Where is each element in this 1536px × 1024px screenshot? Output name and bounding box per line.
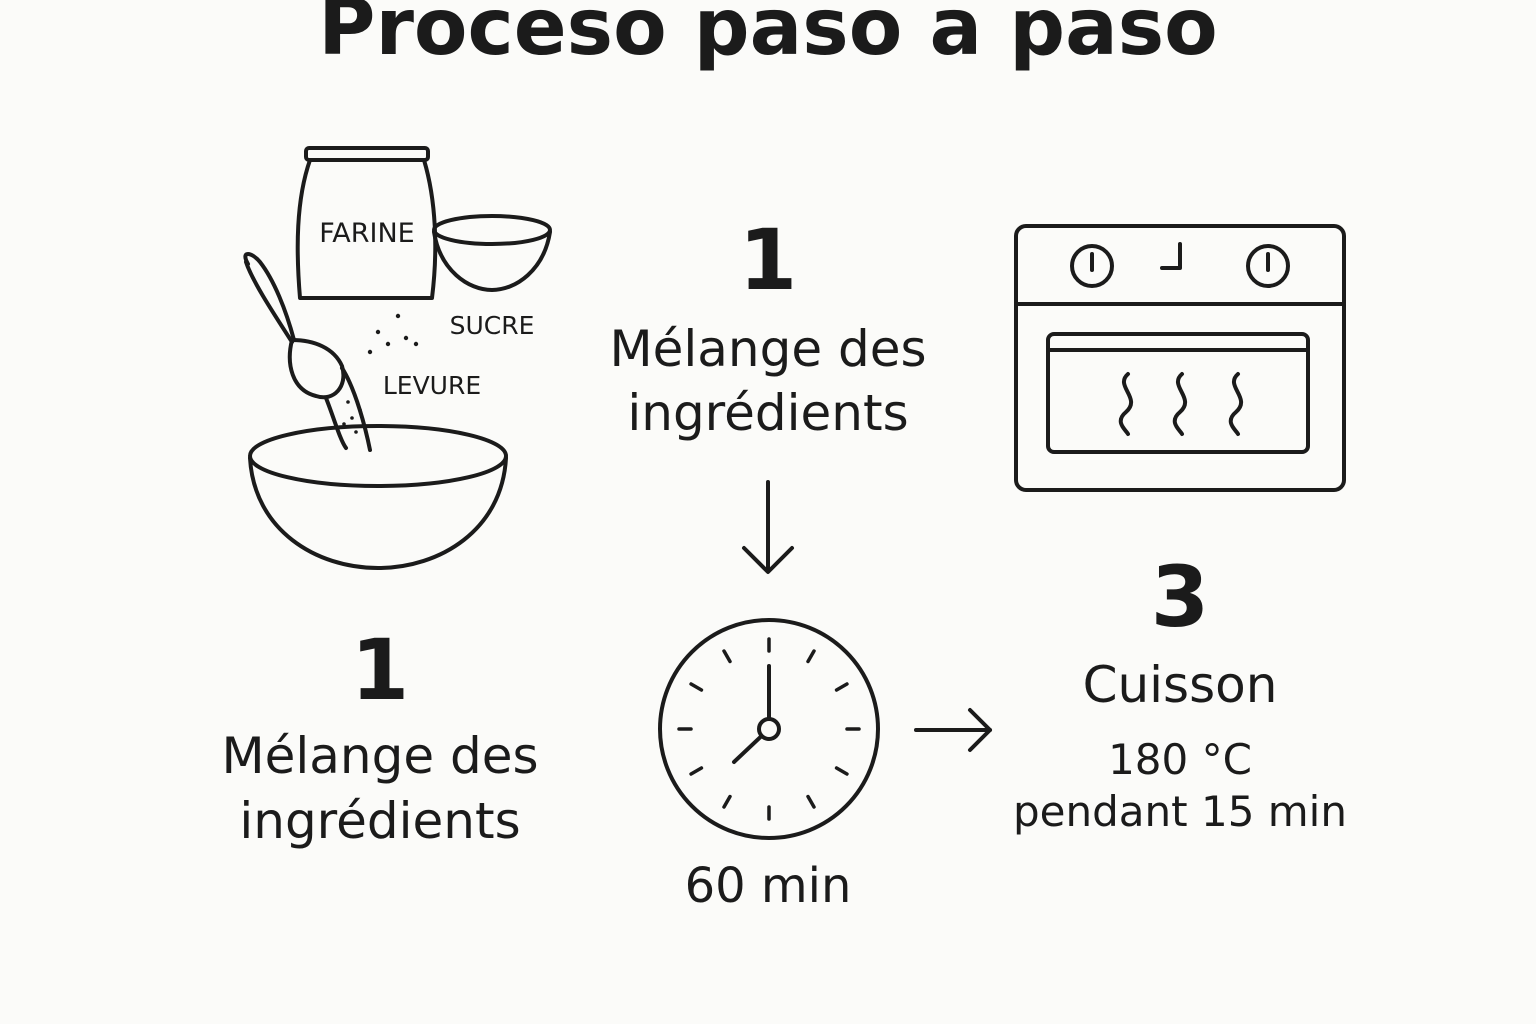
oven-icon (1014, 224, 1346, 492)
sugar-label: SUCRE (450, 311, 535, 340)
bake-duration: pendant 15 min (1013, 787, 1347, 836)
clock-tick (722, 649, 732, 664)
oven-knob-left-icon (1070, 244, 1114, 288)
arrow-right-icon (914, 708, 992, 752)
clock-tick (806, 794, 816, 809)
arrow-down-icon (742, 480, 794, 574)
flour-label: FARINE (319, 218, 415, 249)
sprinkle-dots (342, 313, 419, 434)
step-left-label-line1: Mélange des (221, 727, 539, 785)
bake-temperature: 180 °C (1108, 735, 1252, 784)
clock-tick (834, 682, 849, 692)
step-center-label-line1: Mélange des (609, 320, 927, 378)
heat-waves-icon (1118, 372, 1244, 436)
step-bake-number: 3 (1150, 548, 1210, 646)
page-title: Proceso paso a paso (318, 0, 1218, 73)
rest-duration: 60 min (684, 858, 852, 914)
clock-icon (658, 618, 880, 840)
step-center-label-line2: ingrédients (627, 384, 909, 442)
flour-bag-icon (295, 146, 438, 300)
sugar-bowl-icon (432, 214, 552, 292)
clock-tick (834, 766, 849, 776)
clock-tick (722, 794, 732, 809)
step-bake-label: Cuisson (1082, 656, 1278, 714)
spoon-icon (243, 252, 372, 452)
step-left-number: 1 (350, 621, 410, 719)
yeast-label: LEVURE (383, 371, 481, 400)
clock-tick (689, 766, 704, 776)
oven-timer-icon (1160, 242, 1182, 270)
ingredients-illustration: FARINE SUCRE LEVURE (243, 146, 552, 570)
clock-tick (806, 649, 816, 664)
mixing-bowl-icon (248, 424, 508, 570)
oven-knob-right-icon (1246, 244, 1290, 288)
clock-tick (689, 682, 704, 692)
step-left-label-line2: ingrédients (239, 792, 521, 850)
step-center-number: 1 (738, 211, 798, 309)
